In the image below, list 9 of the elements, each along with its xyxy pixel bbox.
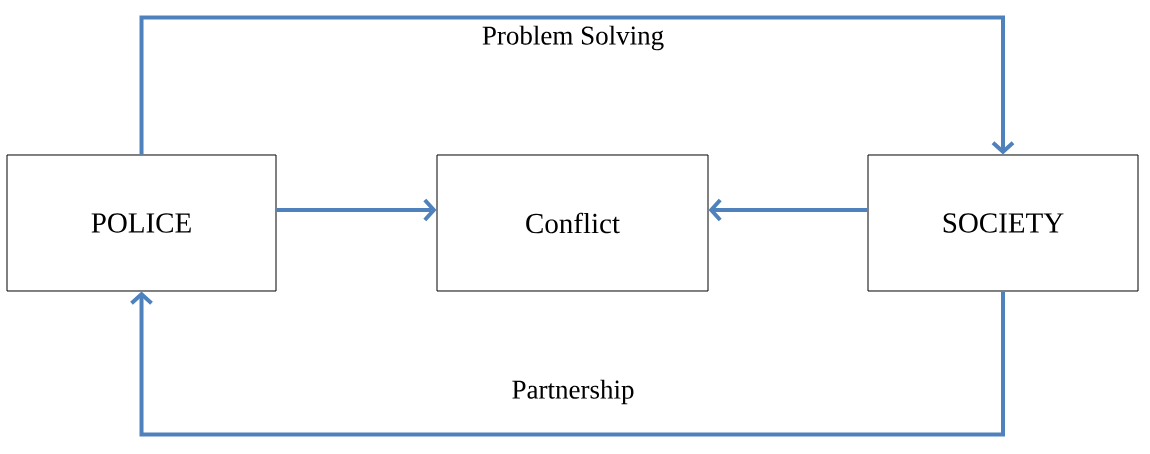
process-box: POLICE [6, 154, 277, 292]
arrow [708, 198, 868, 222]
process-box: Conflict [436, 154, 709, 292]
arrow [130, 291, 1005, 437]
process-box: SOCIETY [867, 154, 1139, 292]
edge-label: Problem Solving [479, 23, 667, 53]
arrow [276, 198, 437, 222]
edge-label: Partnership [509, 377, 637, 407]
arrow [139, 15, 1015, 155]
